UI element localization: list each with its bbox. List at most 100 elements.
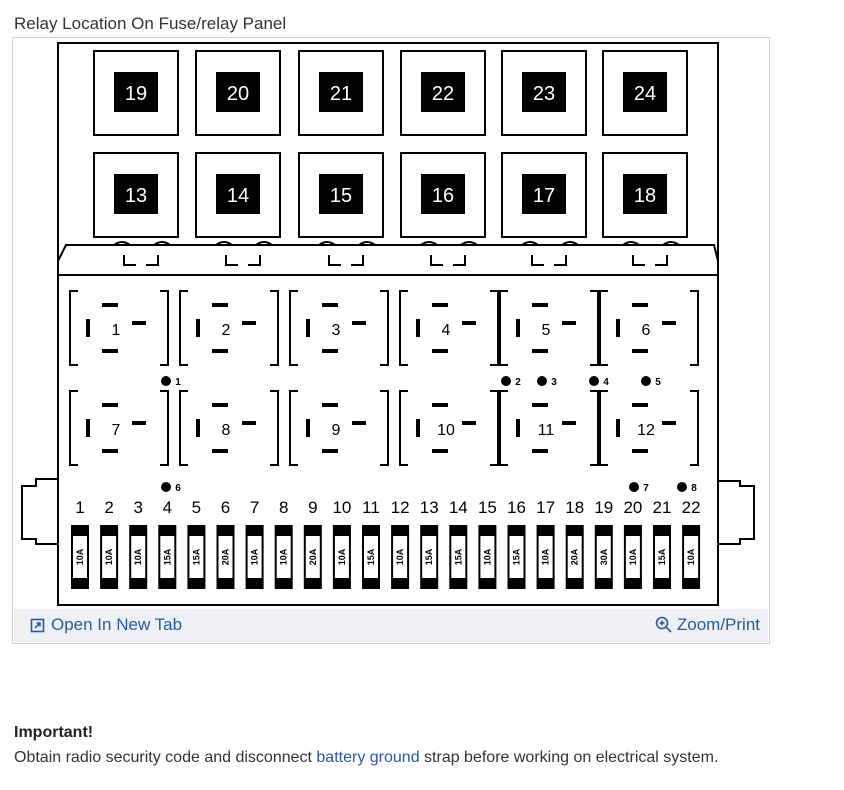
fuse-16: 16 15A (507, 498, 526, 589)
fuse-number: 6 (221, 498, 230, 517)
fuse-cap-top (391, 525, 410, 535)
pin-top (212, 303, 228, 307)
pin-top (632, 303, 648, 307)
socket-number: 7 (112, 422, 121, 439)
scallop-notch (328, 255, 364, 266)
fuse-cap-bottom (158, 579, 177, 589)
figure-action-bar: Open In New Tab Zoom/Print (14, 609, 768, 642)
fuse-number: 17 (536, 498, 555, 517)
fuse-rating: 20A (221, 548, 231, 565)
relay-number: 13 (125, 185, 147, 207)
scallop-notch (632, 255, 668, 266)
socket-number: 1 (112, 322, 121, 339)
relay-label-box (623, 174, 667, 214)
socket-number: 8 (222, 422, 231, 439)
fuse-rating: 10A (250, 548, 260, 565)
notice-heading: Important! (14, 724, 94, 741)
socket-5: 5 (499, 290, 599, 366)
relay-number: 19 (125, 83, 147, 105)
socket-number: 6 (642, 322, 651, 339)
socket-number: 5 (542, 322, 551, 339)
pin-top (532, 303, 548, 307)
fuse-cap-top (623, 525, 642, 535)
pin-left (416, 319, 420, 337)
scallop-bump (420, 241, 478, 246)
fuse-rating: 10A (686, 548, 696, 565)
fuse-cap-bottom (391, 579, 410, 589)
pin-bottom (432, 449, 448, 453)
fuse-number: 1 (75, 498, 84, 517)
fuse-cap-top (420, 525, 439, 535)
fuse-cap-bottom (245, 579, 264, 589)
socket-bracket (179, 390, 279, 466)
marker-dot (161, 376, 171, 386)
fuse-cap-bottom (332, 579, 351, 589)
scallop-notch (225, 255, 261, 266)
fuse-cap-top (507, 525, 526, 535)
marker-4: 4 (589, 376, 609, 388)
fuse-cap-bottom (623, 579, 642, 589)
pin-right (562, 421, 576, 425)
socket-bracket (289, 390, 389, 466)
marker-6: 6 (161, 482, 181, 494)
zoom-in-icon (655, 616, 672, 633)
pin-left (196, 419, 200, 437)
socket-bracket (499, 290, 599, 366)
fuse-rating: 10A (395, 548, 405, 565)
marker-number: 6 (175, 483, 181, 494)
relay-number: 23 (533, 83, 555, 105)
fuse-cap-top (71, 525, 89, 535)
pin-left (616, 419, 620, 437)
marker-number: 8 (691, 483, 697, 494)
fuse-cap-bottom (565, 579, 584, 589)
zoom-print-link[interactable]: Zoom/Print (655, 615, 760, 635)
fuse-cap-top (187, 525, 206, 535)
scalloped-divider (57, 241, 719, 266)
scallop-bump (113, 241, 171, 246)
socket-9: 9 (289, 390, 389, 466)
left-tab (21, 478, 58, 545)
pin-bottom (532, 449, 548, 453)
relay-number: 14 (227, 185, 249, 207)
relay-22: 22 (400, 50, 486, 136)
pin-left (196, 319, 200, 337)
open-in-new-tab-label: Open In New Tab (51, 615, 183, 634)
socket-bracket (599, 290, 699, 366)
fuse-rating: 15A (191, 548, 201, 565)
pin-top (102, 403, 118, 407)
fuse-5: 5 15A (187, 498, 206, 589)
fuse-cap-bottom (71, 579, 89, 589)
pin-top (322, 403, 338, 407)
fuse-rating: 15A (512, 548, 522, 565)
relay-label-box (216, 174, 260, 214)
fuse-cap-bottom (187, 579, 206, 589)
fuse-number: 16 (507, 498, 526, 517)
marker-dot (641, 376, 651, 386)
relay-label-box (522, 174, 566, 214)
pin-bottom (102, 449, 118, 453)
fuse-cap-bottom (100, 579, 119, 589)
battery-ground-link[interactable]: battery ground (316, 749, 420, 766)
marker-dot (537, 376, 547, 386)
relay-label-box (319, 174, 363, 214)
right-tab (718, 480, 755, 545)
pin-top (322, 303, 338, 307)
pin-top (212, 403, 228, 407)
relay-15: 15 (298, 152, 384, 238)
fuse-rating: 15A (657, 548, 667, 565)
pin-bottom (212, 349, 228, 353)
socket-number: 9 (332, 422, 341, 439)
open-in-new-tab-link[interactable]: Open In New Tab (30, 615, 182, 635)
pin-right (242, 421, 256, 425)
pin-bottom (532, 349, 548, 353)
fuse-number: 5 (192, 498, 201, 517)
